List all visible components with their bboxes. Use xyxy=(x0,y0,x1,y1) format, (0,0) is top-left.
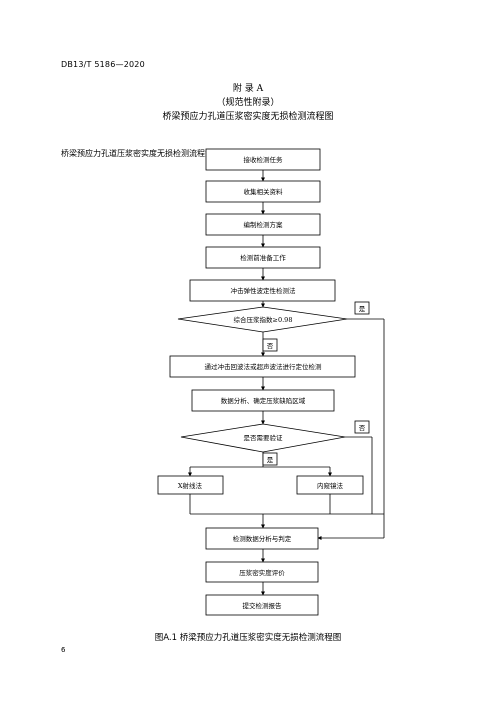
step-analyze: 数据分析、确定压浆缺陷区域 xyxy=(221,396,306,405)
page-number: 6 xyxy=(61,646,66,654)
figure-caption: 图A.1 桥梁预应力孔道压浆密实度无损检测流程图 xyxy=(154,633,342,643)
decision-index-diamond xyxy=(177,306,348,333)
branch-no-1-label: 否 xyxy=(267,342,274,350)
step-endoscope: 内窥镜法 xyxy=(317,481,344,490)
step-prep-box xyxy=(205,246,321,269)
step-receive-task: 接收检测任务 xyxy=(244,155,284,164)
step-plan-box xyxy=(205,213,321,236)
step-report: 提交检测报告 xyxy=(243,601,283,610)
intro-paragraph: 桥梁预应力孔道压浆密实度无损检测流程如图A.1所示： xyxy=(61,149,259,158)
step-plan: 编制检测方案 xyxy=(244,220,284,229)
step-xray: X射线法 xyxy=(178,481,203,490)
step-collect-info-box xyxy=(205,180,321,203)
step-impact-echo: 冲击弹性波定性检测法 xyxy=(231,286,297,295)
branch-yes-2-label: 是 xyxy=(267,456,274,464)
step-locate-box xyxy=(169,355,356,378)
step-impact-echo-box xyxy=(189,279,336,302)
step-prep: 检测前准备工作 xyxy=(240,253,286,262)
step-data-judge-box xyxy=(205,527,319,550)
branch-no-2-label: 否 xyxy=(359,424,366,432)
branch-yes-2-box xyxy=(262,452,278,466)
document-code: DB13/T 5186—2020 xyxy=(61,60,145,69)
branch-no-1-box xyxy=(262,338,278,352)
branch-yes-1-box xyxy=(354,301,370,315)
decision-index: 综合压浆指数≥0.98 xyxy=(234,315,293,324)
branch-no-2-box xyxy=(354,420,370,434)
step-evaluate: 压浆密实度评价 xyxy=(239,568,285,577)
appendix-name: 桥梁预应力孔道压浆密实度无损检测流程图 xyxy=(162,112,334,122)
step-report-box xyxy=(205,594,319,616)
decision-verify: 是否需要验证 xyxy=(244,433,284,442)
step-receive-task-box xyxy=(205,148,321,171)
step-data-judge: 检测数据分析与判定 xyxy=(233,534,292,543)
branch-yes-1-label: 是 xyxy=(359,305,366,313)
appendix-title: 附 录 A xyxy=(232,84,264,94)
step-collect-info: 收集相关资料 xyxy=(244,187,284,196)
appendix-type: （规范性附录） xyxy=(216,98,280,108)
step-locate: 通过冲击回波法或超声波法进行定位检测 xyxy=(205,362,323,371)
step-endoscope-box xyxy=(296,475,364,495)
step-analyze-box xyxy=(191,389,335,412)
step-evaluate-box xyxy=(205,561,319,583)
decision-verify-diamond xyxy=(180,423,346,453)
step-xray-box xyxy=(157,475,224,495)
